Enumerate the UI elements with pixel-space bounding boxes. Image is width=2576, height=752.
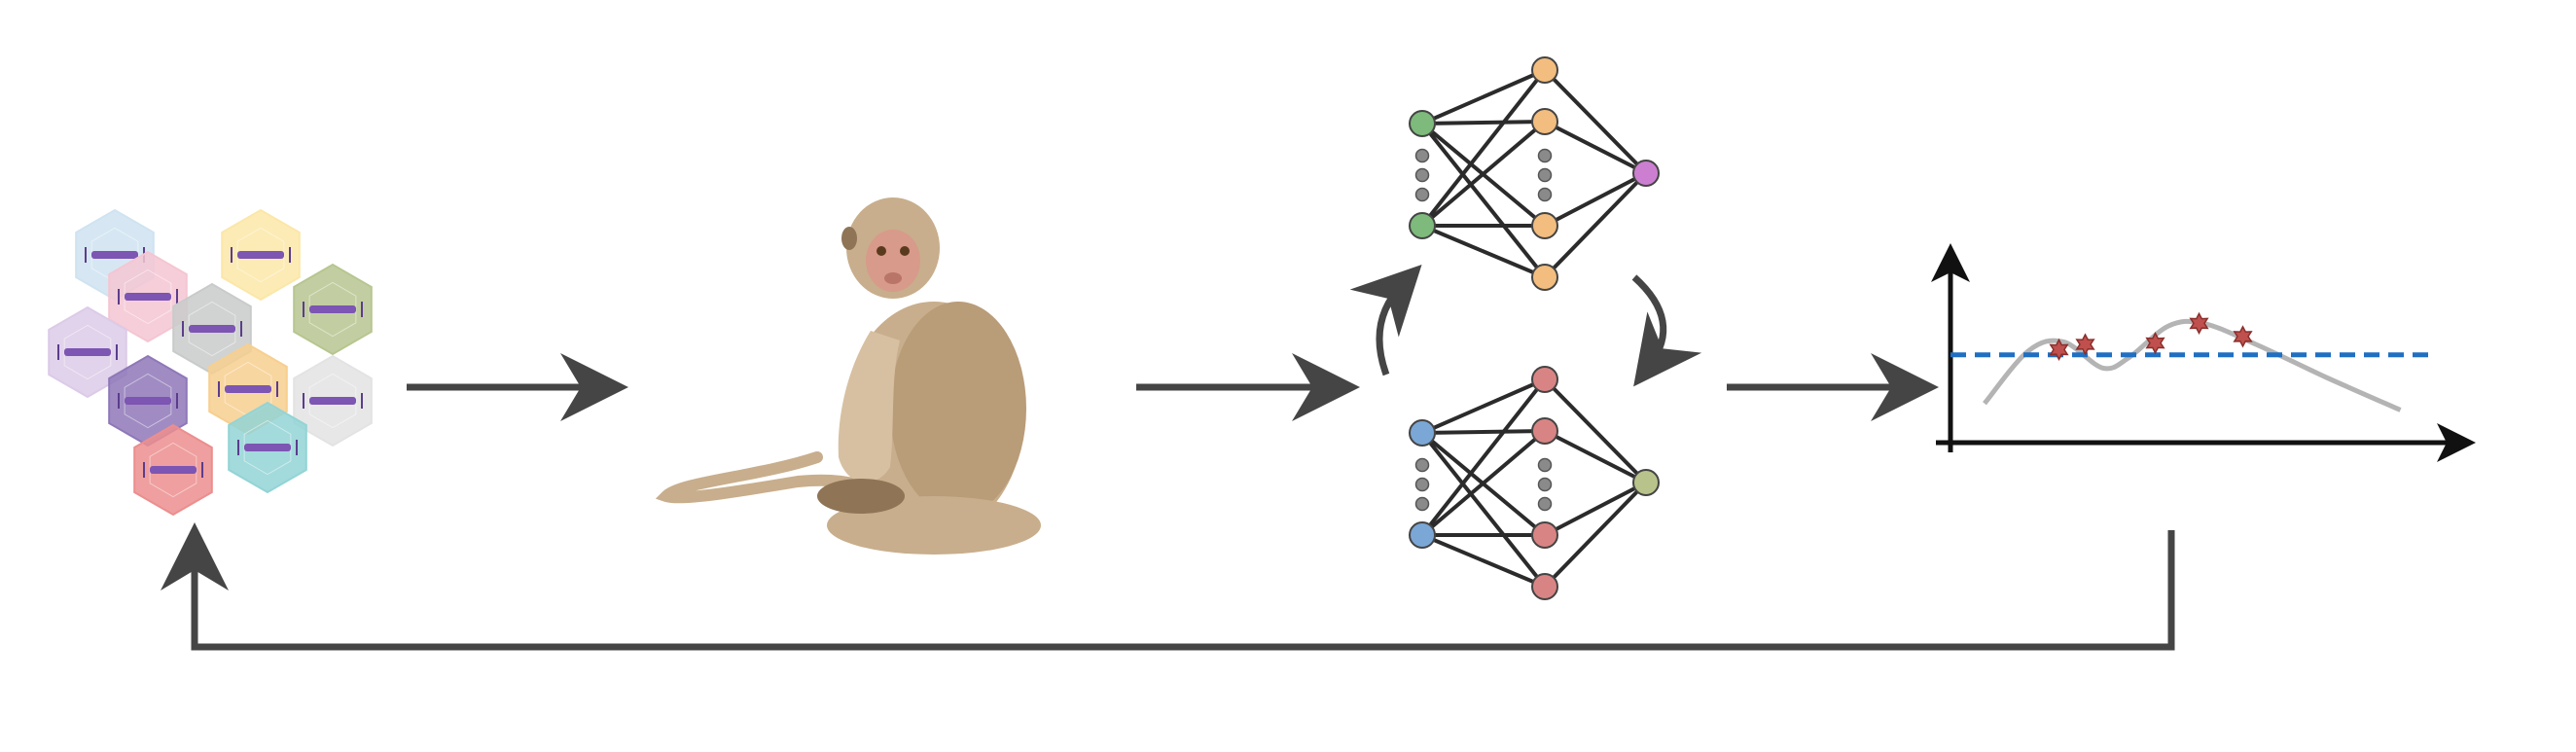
transgene (309, 397, 356, 405)
hidden-node (1531, 108, 1558, 135)
fitness-plot-icon (1931, 243, 2476, 462)
transgene (244, 444, 291, 451)
input-node (1409, 212, 1436, 239)
aav-capsid-library-icon (48, 208, 373, 517)
ellipsis-dot (1537, 496, 1553, 512)
edge (1420, 429, 1547, 537)
variant-star (2233, 325, 2253, 348)
ellipsis-dot (1537, 167, 1553, 183)
edge (1544, 171, 1647, 228)
output-node (1632, 160, 1660, 187)
capsid (293, 263, 373, 356)
transgene (150, 466, 197, 474)
hidden-node (1531, 366, 1558, 393)
edge (1421, 377, 1546, 435)
neural-network-icon (1409, 56, 1660, 600)
cycle-arrow-down (1631, 274, 1702, 387)
capsid-facet (243, 419, 292, 476)
edge (1544, 481, 1647, 537)
variant-star (2189, 311, 2209, 336)
edge (1420, 122, 1547, 279)
flow-arrows (161, 264, 2175, 651)
network (1409, 366, 1660, 600)
ellipsis-dot (1414, 187, 1430, 202)
ellipsis-dot (1414, 167, 1430, 183)
hidden-node (1531, 212, 1558, 239)
capsid (108, 354, 188, 448)
edge (1421, 429, 1546, 435)
edge (1420, 377, 1547, 537)
edge (1420, 68, 1547, 228)
hidden-node (1531, 573, 1558, 600)
edge (1421, 224, 1546, 279)
output-node (1632, 469, 1660, 496)
capsid (48, 305, 127, 399)
ellipsis-dot (1537, 457, 1553, 473)
input-node (1409, 521, 1436, 549)
capsid (172, 282, 252, 376)
network (1409, 56, 1660, 291)
hidden-node (1531, 417, 1558, 445)
cycle-arrow-up (1349, 264, 1422, 376)
transgene (91, 251, 138, 259)
feedback-loop-arrow (161, 522, 2175, 651)
ellipsis-dot (1414, 457, 1430, 473)
variant-star (2145, 331, 2165, 355)
capsid-facet (236, 227, 285, 283)
edge (1543, 481, 1648, 589)
capsid-facet (124, 269, 172, 325)
hidden-node (1531, 264, 1558, 291)
edge (1421, 120, 1546, 125)
ellipsis-dot (1537, 148, 1553, 163)
edge (1543, 171, 1648, 279)
capsid-facet (308, 373, 357, 429)
capsid (293, 354, 373, 448)
edge (1421, 533, 1546, 589)
edge (1544, 429, 1647, 484)
hidden-node (1531, 56, 1558, 84)
transgene (64, 348, 111, 356)
input-node (1409, 110, 1436, 137)
transgene (225, 385, 271, 393)
capsid-facet (188, 301, 236, 357)
edge (1420, 431, 1547, 589)
ellipsis-dot (1537, 477, 1553, 492)
selected-variants (2049, 311, 2253, 362)
network-edges (1420, 68, 1648, 279)
hidden-node (1531, 521, 1558, 549)
capsid (133, 423, 213, 517)
edge (1421, 68, 1546, 125)
capsid-facet (63, 324, 112, 380)
capsid-facet (124, 373, 172, 429)
transgene (125, 293, 171, 301)
input-node (1409, 419, 1436, 447)
transgene (189, 325, 235, 333)
macaque-monkey-icon (655, 197, 1041, 555)
network-edges (1420, 377, 1648, 589)
variant-star (2075, 333, 2095, 356)
edge (1543, 68, 1648, 175)
ellipsis-dot (1414, 496, 1430, 512)
ellipsis-dot (1414, 477, 1430, 492)
capsid-facet (149, 442, 197, 498)
ellipsis-dot (1414, 148, 1430, 163)
transgene (237, 251, 284, 259)
fitness-curve (1983, 318, 2402, 412)
capsid-facet (308, 281, 357, 338)
capsid (108, 250, 188, 343)
edge (1420, 120, 1547, 228)
edge (1543, 377, 1648, 484)
capsid (228, 401, 307, 494)
transgene (309, 305, 356, 313)
transgene (125, 397, 171, 405)
capsid (221, 208, 301, 302)
variant-star (2049, 338, 2069, 362)
ellipsis-dot (1537, 187, 1553, 202)
edge (1544, 120, 1647, 175)
